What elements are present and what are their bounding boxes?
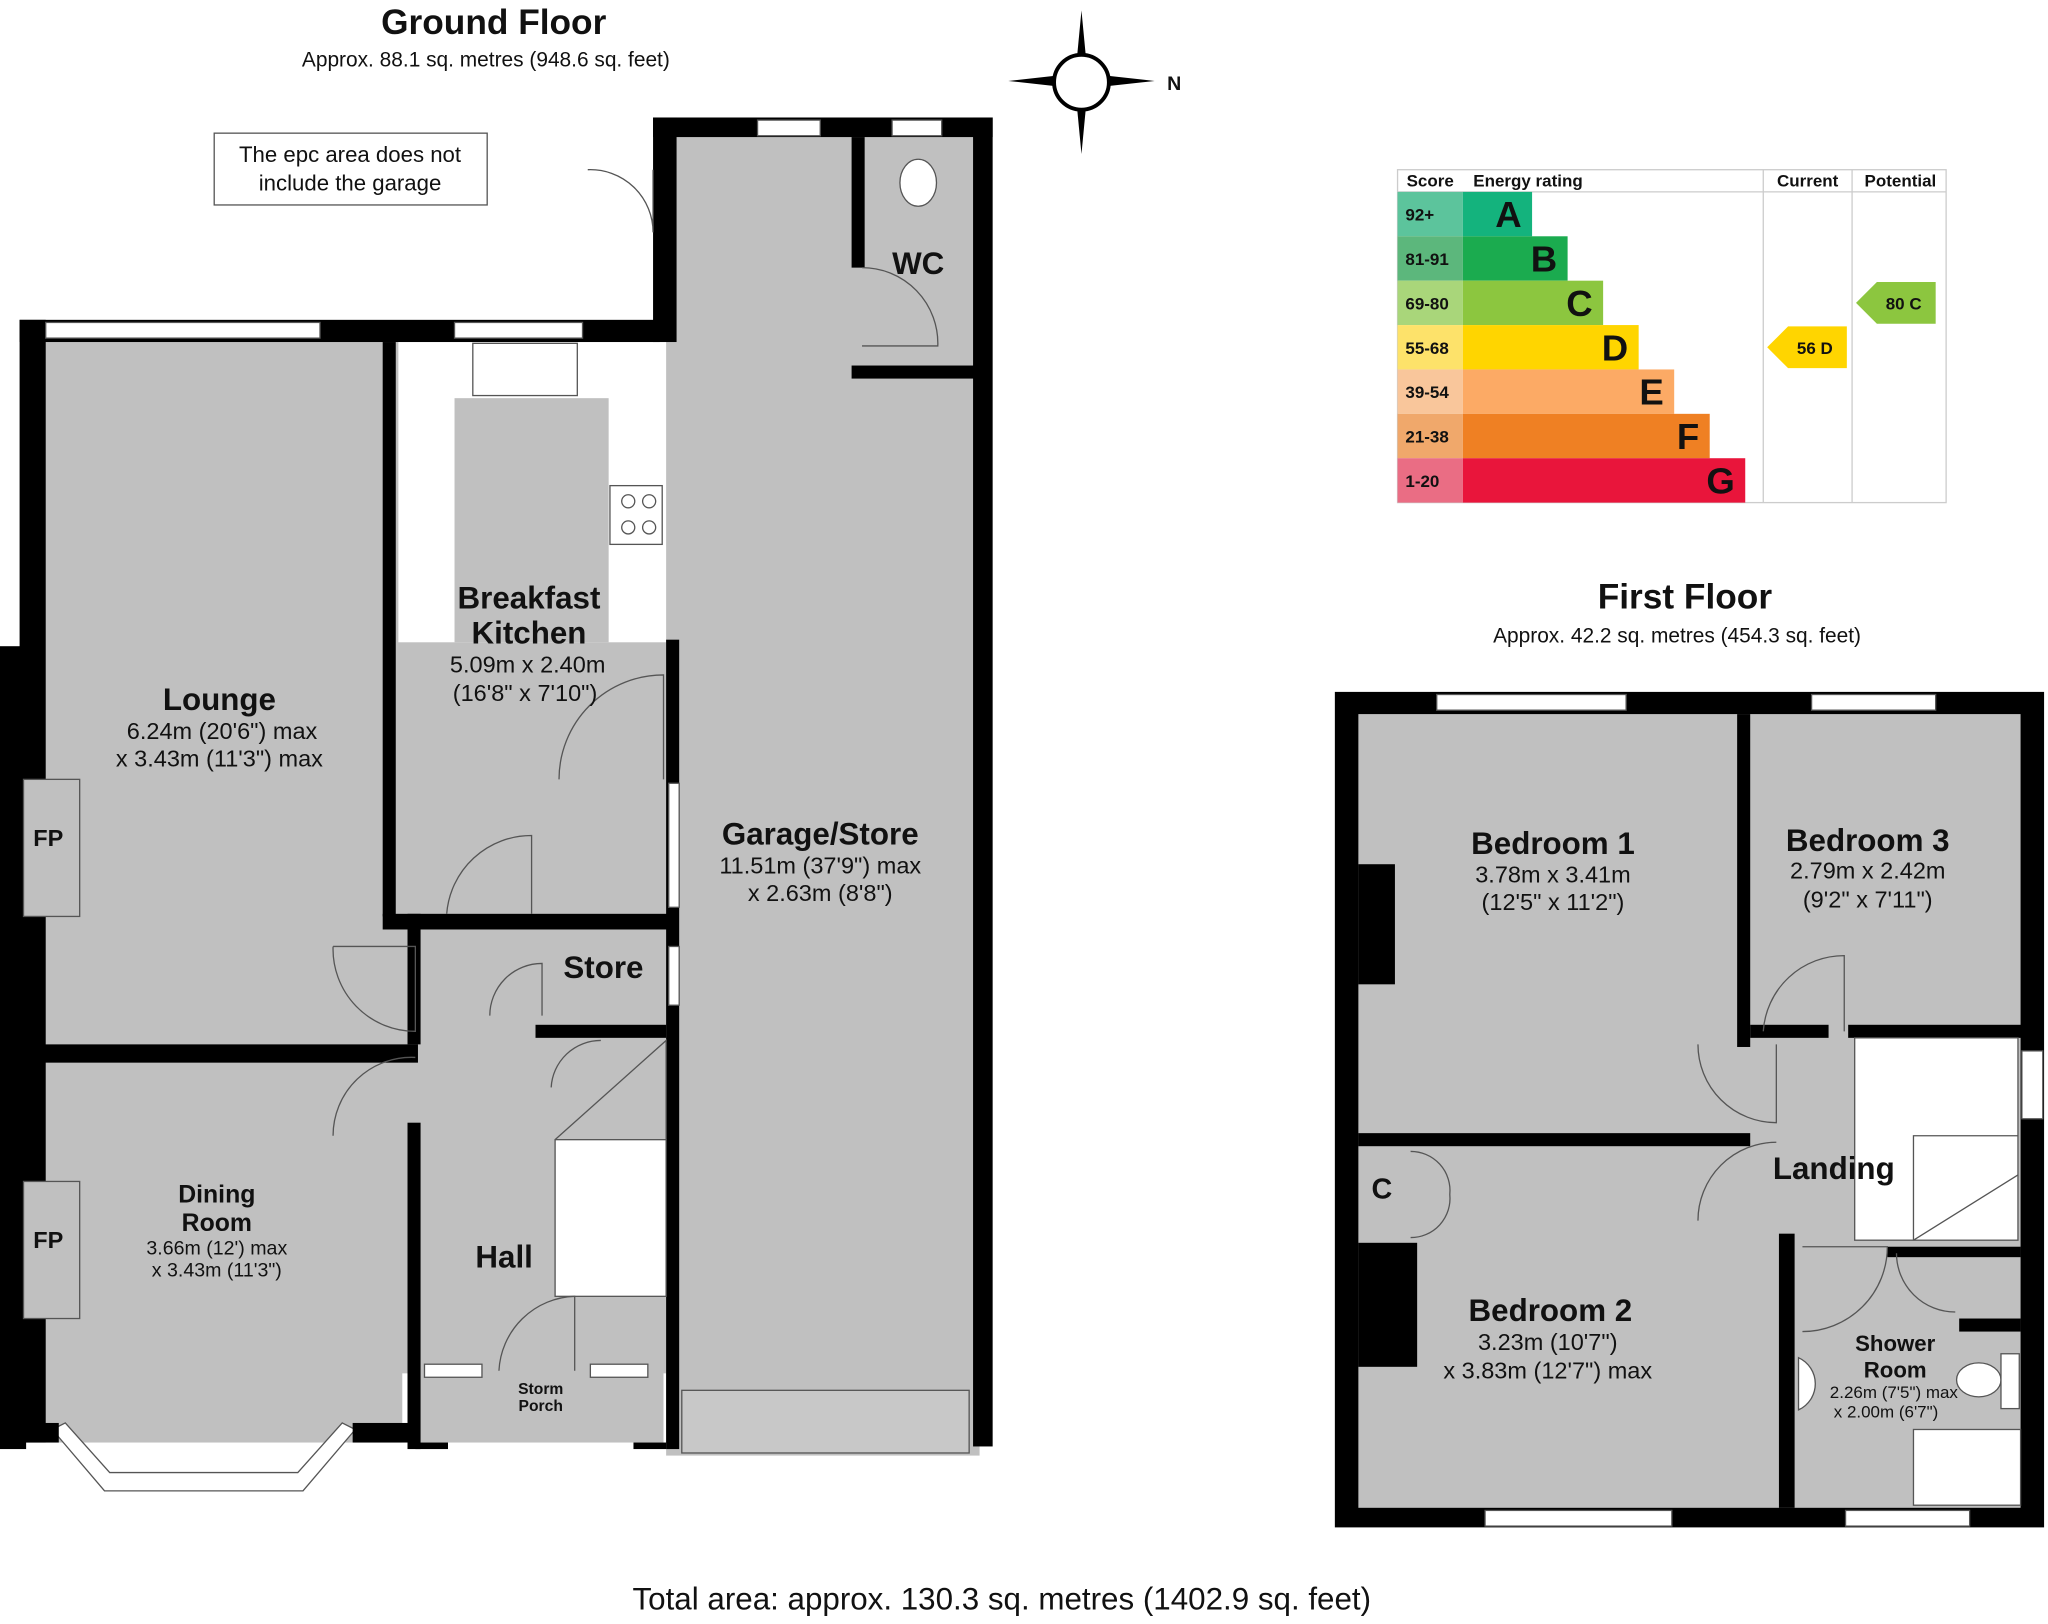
room-kitchen-dim2: (16'8" x 7'10") bbox=[453, 680, 598, 706]
room-kitchen-name1: Breakfast bbox=[458, 580, 601, 615]
room-bedroom3-name: Bedroom 3 bbox=[1786, 823, 1950, 858]
epc-band-letter: F bbox=[1677, 416, 1699, 457]
epc-note-line1: The epc area does not bbox=[239, 142, 461, 167]
epc-score-cell bbox=[1397, 280, 1463, 326]
first-floor-plan bbox=[1334, 691, 2045, 1528]
toilet-icon bbox=[899, 158, 938, 207]
epc-band-letter: E bbox=[1639, 372, 1663, 413]
total-area: Total area: approx. 130.3 sq. metres (14… bbox=[633, 1582, 1372, 1617]
epc-score-label: 1-20 bbox=[1405, 472, 1439, 491]
ground-floor-title: Ground Floor bbox=[381, 3, 607, 42]
room-dining-dim1: 3.66m (12') max bbox=[146, 1238, 287, 1260]
room-shower-dim1: 2.26m (7'5") max bbox=[1830, 1383, 1959, 1402]
room-kitchen-name2: Kitchen bbox=[472, 616, 587, 651]
epc-header-potential: Potential bbox=[1865, 172, 1937, 191]
room-dining-name1: Dining bbox=[178, 1181, 255, 1208]
room-kitchen-dim1: 5.09m x 2.40m bbox=[450, 651, 605, 677]
epc-header-current: Current bbox=[1777, 172, 1839, 191]
room-porch-name2: Porch bbox=[519, 1398, 563, 1415]
epc-header-score: Score bbox=[1407, 172, 1454, 191]
epc-note-box bbox=[213, 132, 488, 206]
epc-score-cell bbox=[1397, 191, 1463, 237]
room-garage-name: Garage/Store bbox=[722, 817, 919, 852]
first-floor-area: Approx. 42.2 sq. metres (454.3 sq. feet) bbox=[1493, 624, 1861, 647]
epc-score-label: 39-54 bbox=[1405, 383, 1449, 402]
epc-potential-label: 80 C bbox=[1886, 294, 1922, 313]
epc-band-bar bbox=[1462, 413, 1710, 459]
epc-header-rating: Energy rating bbox=[1473, 172, 1582, 191]
room-bedroom1-dim2: (12'5" x 11'2") bbox=[1482, 889, 1625, 915]
epc-score-label: 21-38 bbox=[1405, 428, 1448, 447]
room-bedroom2-name: Bedroom 2 bbox=[1469, 1293, 1633, 1328]
epc-band-bar bbox=[1462, 369, 1675, 414]
compass-label: N bbox=[1167, 73, 1181, 95]
room-garage-dim2: x 2.63m (8'8") bbox=[748, 880, 893, 906]
room-lounge-dim2: x 3.43m (11'3") max bbox=[116, 745, 323, 771]
epc-band-bar bbox=[1462, 280, 1604, 326]
epc-score-label: 92+ bbox=[1405, 206, 1434, 225]
epc-band-letter: C bbox=[1566, 283, 1592, 324]
room-store-name: Store bbox=[563, 950, 643, 985]
ground-floor-plan bbox=[0, 117, 993, 1492]
room-landing-name: Landing bbox=[1773, 1151, 1895, 1186]
hob-icon bbox=[609, 484, 663, 546]
room-wc-name: WC bbox=[892, 246, 944, 281]
basin-icon bbox=[1797, 1356, 1816, 1411]
room-bedroom2-dim1: 3.23m (10'7") bbox=[1478, 1329, 1618, 1355]
room-bedroom1-dim1: 3.78m x 3.41m bbox=[1475, 862, 1630, 888]
epc-score-cell bbox=[1397, 325, 1463, 370]
epc-note-line2: include the garage bbox=[259, 171, 442, 196]
room-cupboard-name: C bbox=[1371, 1173, 1392, 1205]
room-lounge-name: Lounge bbox=[163, 682, 276, 717]
epc-band-bar bbox=[1462, 325, 1639, 370]
epc-score-cell bbox=[1397, 236, 1463, 281]
epc-band-letter: D bbox=[1602, 327, 1628, 368]
epc-band-letter: G bbox=[1706, 460, 1734, 501]
first-floor-title: First Floor bbox=[1598, 577, 1773, 616]
epc-score-label: 55-68 bbox=[1405, 339, 1448, 358]
epc-score-cell bbox=[1397, 458, 1463, 503]
room-hall-name: Hall bbox=[475, 1240, 532, 1275]
epc-score-label: 81-91 bbox=[1405, 250, 1448, 269]
room-shower-name2: Room bbox=[1864, 1357, 1927, 1382]
epc-score-label: 69-80 bbox=[1405, 294, 1448, 313]
epc-chart: Score Energy rating Current Potential 92… bbox=[1396, 169, 1947, 504]
first-floor-staircase bbox=[1854, 1037, 2019, 1241]
epc-potential-arrow bbox=[1856, 281, 1936, 324]
epc-current-label: 56 D bbox=[1797, 339, 1833, 358]
first-floor-toilet-icon bbox=[1955, 1362, 2002, 1398]
sink-icon bbox=[472, 342, 578, 397]
epc-band-letter: A bbox=[1495, 194, 1521, 235]
epc-current-arrow bbox=[1767, 326, 1847, 369]
epc-score-cell bbox=[1397, 369, 1463, 414]
room-bedroom2-dim2: x 3.83m (12'7") max bbox=[1443, 1358, 1652, 1384]
ground-floor-area: Approx. 88.1 sq. metres (948.6 sq. feet) bbox=[302, 49, 670, 72]
epc-band-letter: B bbox=[1531, 239, 1557, 280]
room-bedroom3-dim2: (9'2" x 7'11") bbox=[1803, 886, 1933, 912]
staircase bbox=[554, 1139, 667, 1297]
room-porch-name1: Storm bbox=[518, 1381, 563, 1398]
shower-tray-icon bbox=[1912, 1428, 2022, 1506]
room-dining-dim2: x 3.43m (11'3") bbox=[152, 1260, 282, 1282]
room-garage-dim1: 11.51m (37'9") max bbox=[719, 852, 921, 878]
compass-icon: N bbox=[1008, 10, 1181, 155]
lounge-fireplace-label: FP bbox=[33, 825, 63, 851]
room-dining-name2: Room bbox=[182, 1210, 252, 1237]
room-shower-name1: Shower bbox=[1855, 1331, 1936, 1356]
epc-band-bar bbox=[1462, 458, 1746, 503]
room-bedroom3-dim1: 2.79m x 2.42m bbox=[1790, 858, 1945, 884]
room-lounge-dim1: 6.24m (20'6") max bbox=[127, 718, 318, 744]
epc-band-bar bbox=[1462, 236, 1568, 281]
epc-band-bar bbox=[1462, 191, 1533, 237]
room-bedroom1-name: Bedroom 1 bbox=[1471, 826, 1635, 861]
room-shower-dim2: x 2.00m (6'7") bbox=[1834, 1403, 1939, 1422]
epc-score-cell bbox=[1397, 413, 1463, 459]
dining-fireplace-label: FP bbox=[33, 1227, 63, 1253]
